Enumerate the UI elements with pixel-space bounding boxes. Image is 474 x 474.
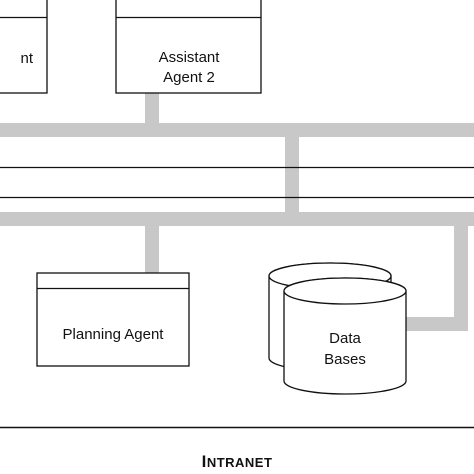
bus-lines (0, 93, 474, 331)
planning-agent-label: Planning Agent (63, 326, 165, 343)
assistant-agent-2-box: Assistant Agent 2 (115, 0, 262, 94)
assistant-agent-2-label-line1: Assistant (159, 49, 221, 66)
connector-database-vertical (454, 224, 468, 328)
connector-database-horizontal (405, 317, 468, 331)
agent-label-left-partial: nt (20, 50, 33, 67)
intranet-label-rest: NTRANET (207, 455, 273, 470)
intranet-label: INTRANET (202, 452, 273, 471)
database-label-line2: Bases (324, 351, 366, 368)
intranet-label-cap: I (202, 452, 207, 471)
database-label-line1: Data (329, 330, 361, 347)
network-lines (0, 166, 474, 199)
planning-agent-box: Planning Agent (36, 272, 190, 367)
connector-assistant-agent-2 (145, 93, 159, 125)
agent-box-left-partial: nt (0, 0, 48, 94)
connector-planning-agent (145, 224, 159, 274)
bus-top (0, 123, 474, 137)
bus-bottom (0, 212, 474, 226)
connector-bus-vertical (285, 135, 299, 215)
assistant-agent-2-label-line2: Agent 2 (163, 69, 215, 86)
database-icon: Data Bases (268, 262, 407, 395)
